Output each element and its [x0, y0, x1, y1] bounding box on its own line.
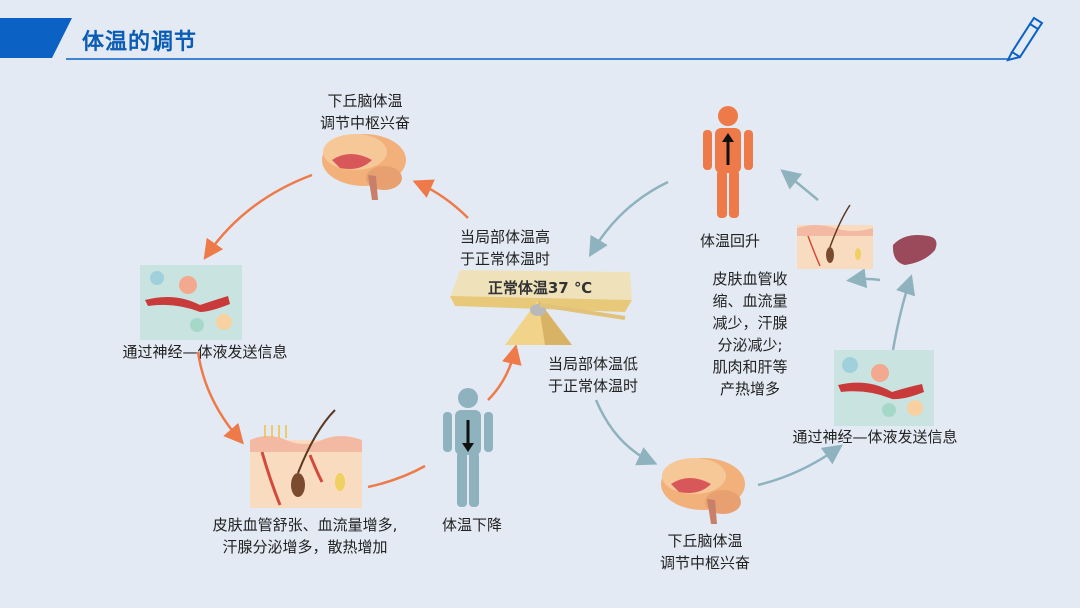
up-arrow-icon — [722, 133, 734, 165]
arrow-skin-to-result — [367, 464, 426, 489]
balance-scale — [450, 270, 632, 345]
arrow-center-to-hypothalamus — [412, 179, 469, 219]
human-figure-warming — [703, 106, 753, 218]
hypothalamus-line-2: 调节中枢兴奋 — [319, 114, 410, 132]
heat-gain-responses-label: 皮肤血管收 缩、血流量 减少，汗腺 分泌减少; 肌肉和肝等 产热增多 — [700, 268, 800, 400]
arrow-skin-to-rise — [780, 169, 819, 201]
heat-gain-arrows — [588, 169, 916, 487]
normal-temp-label: 正常体温37 ℃ — [487, 279, 593, 297]
arrow-signal-to-skin — [196, 351, 244, 445]
high-condition-line-1: 当局部体温高 — [459, 228, 550, 246]
brain-illustration-top — [322, 134, 406, 200]
arrow-result-to-center — [487, 344, 522, 401]
response-line-5: 肌肉和肝等 — [712, 358, 788, 376]
hypothalamus-label-top: 下丘脑体温 调节中枢兴奋 — [300, 90, 430, 134]
heat-loss-arrows — [196, 173, 522, 489]
temperature-rise-label: 体温回升 — [699, 232, 760, 250]
low-temp-condition-label: 当局部体温低 于正常体温时 — [548, 353, 658, 397]
skin-response-line-1: 皮肤血管舒张、血流量增多, — [212, 516, 398, 534]
response-line-3: 减少，汗腺 — [712, 314, 788, 332]
arrow-hypothalamus2-to-signal — [757, 444, 843, 487]
signal-label-right: 通过神经—体液发送信息 — [792, 428, 958, 446]
arrow-rise-to-center — [588, 180, 669, 258]
header-decoration — [0, 16, 1044, 62]
hypothalamus-bottom-line-2: 调节中枢兴奋 — [659, 554, 750, 572]
hypothalamus-bottom-line-1: 下丘脑体温 — [667, 532, 743, 550]
arrow-hypothalamus-to-signal — [203, 173, 313, 260]
header-accent-block — [0, 18, 72, 58]
pen-icon — [1006, 16, 1044, 62]
skin-response-line-2: 汗腺分泌增多，散热增加 — [222, 538, 388, 556]
down-arrow-icon — [462, 420, 474, 452]
nerve-humoral-panel-right — [834, 350, 934, 426]
signal-label-left: 通过神经—体液发送信息 — [122, 343, 288, 361]
low-condition-line-2: 于正常体温时 — [548, 377, 639, 395]
low-condition-line-1: 当局部体温低 — [548, 355, 639, 373]
high-temp-condition-label: 当局部体温高 于正常体温时 — [425, 226, 585, 270]
nerve-humoral-panel-left — [140, 265, 242, 340]
liver-illustration — [892, 235, 937, 265]
response-line-1: 皮肤血管收 — [712, 270, 788, 288]
arrow-signal-to-organs — [891, 274, 916, 351]
brain-illustration-bottom — [661, 458, 745, 524]
response-line-2: 缩、血流量 — [712, 292, 788, 310]
hypothalamus-line-1: 下丘脑体温 — [327, 92, 403, 110]
page-title: 体温的调节 — [82, 30, 198, 55]
temperature-drop-label: 体温下降 — [441, 516, 502, 534]
response-line-6: 产热增多 — [719, 380, 780, 398]
skin-vasodilation-illustration — [250, 409, 362, 508]
hypothalamus-label-bottom: 下丘脑体温 调节中枢兴奋 — [640, 530, 770, 574]
arrow-liver-to-skin — [846, 268, 881, 289]
response-line-4: 分泌减少; — [717, 336, 783, 354]
arrow-center-to-hypothalamus2 — [594, 399, 658, 466]
skin-response-label-left: 皮肤血管舒张、血流量增多, 汗腺分泌增多，散热增加 — [180, 514, 430, 558]
skin-vasoconstriction-illustration — [797, 204, 873, 269]
high-condition-line-2: 于正常体温时 — [459, 250, 550, 268]
